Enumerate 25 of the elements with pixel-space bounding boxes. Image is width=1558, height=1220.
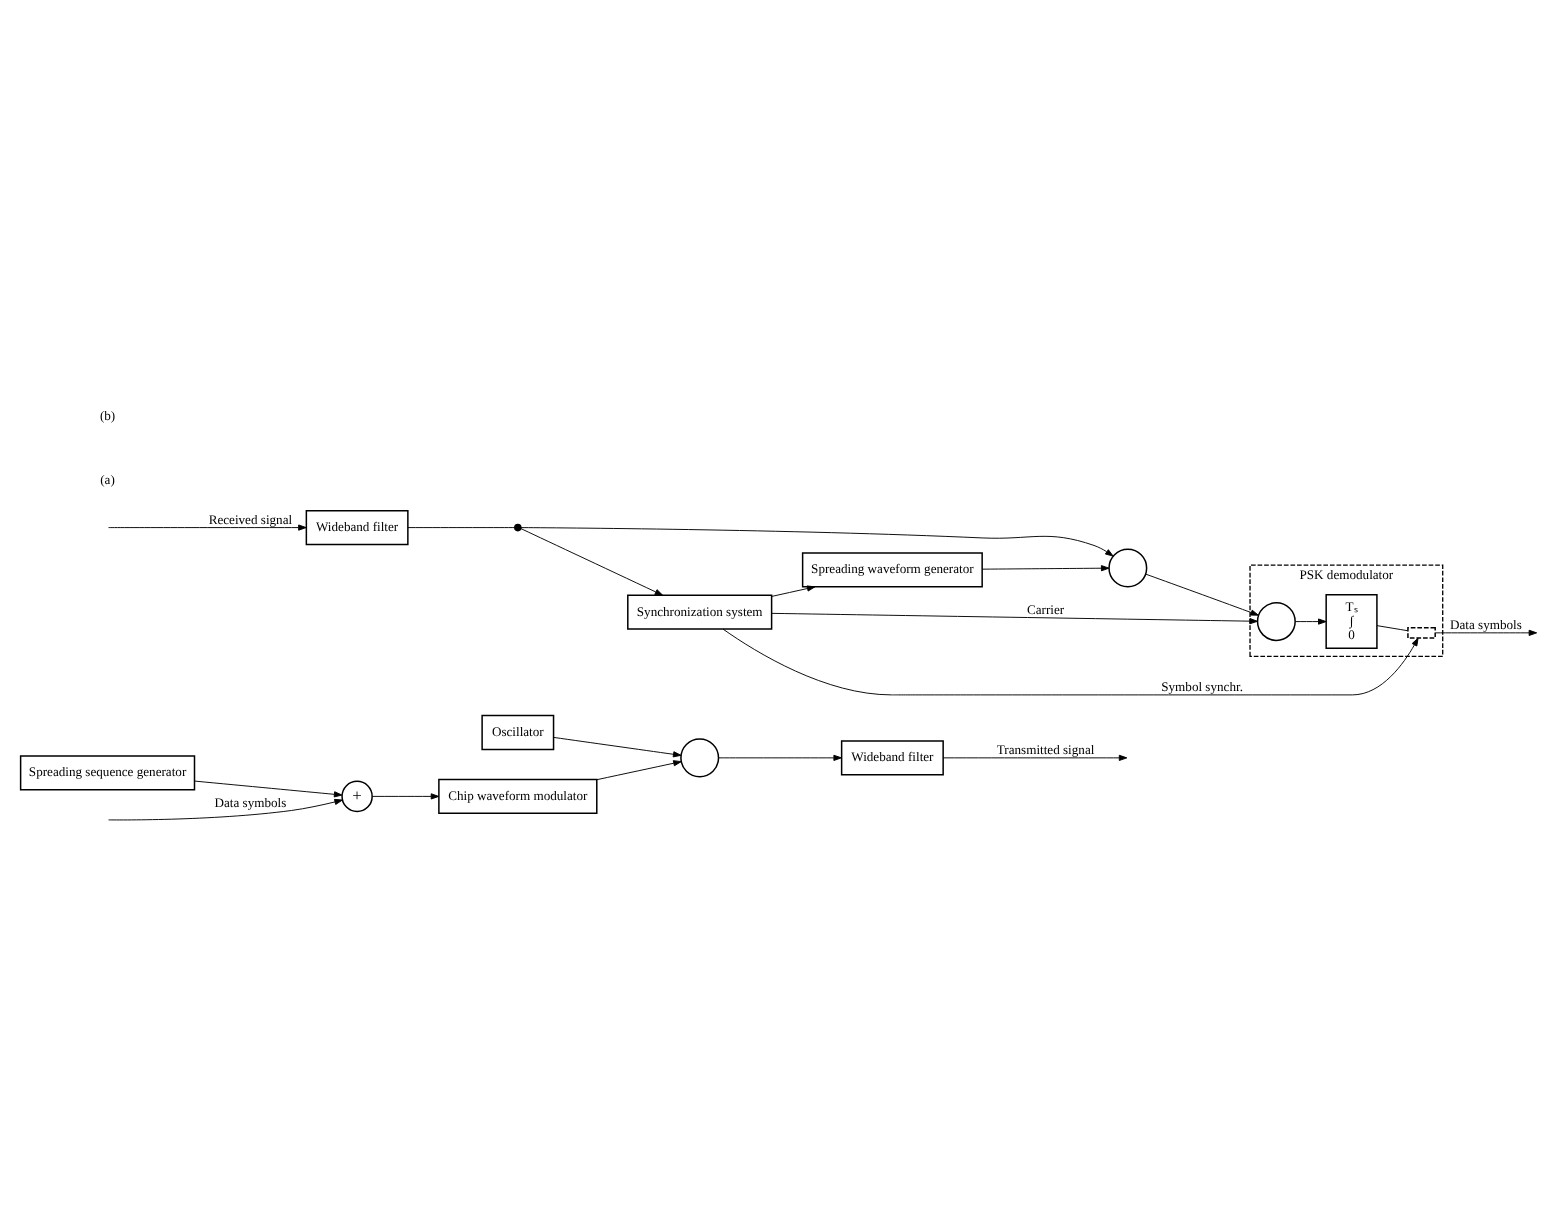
arrow — [718, 754, 842, 761]
arrow — [722, 628, 1419, 696]
arrow — [553, 736, 682, 758]
arrow — [108, 791, 343, 821]
arrow — [981, 565, 1110, 572]
arrow — [942, 754, 1128, 761]
node-dot — [514, 523, 522, 532]
arrow — [1145, 573, 1259, 616]
node-switch — [1407, 626, 1436, 639]
node-circle — [1256, 602, 1296, 642]
arrow — [520, 528, 664, 596]
connector — [407, 527, 516, 529]
node-circle — [1108, 548, 1148, 588]
arrow — [771, 612, 1258, 625]
node-circle: + — [341, 780, 373, 813]
arrow — [1294, 618, 1327, 625]
arrow — [1435, 629, 1538, 636]
arrow — [194, 780, 343, 805]
connector — [1376, 625, 1409, 632]
arrow — [108, 524, 307, 531]
node-circle — [680, 738, 720, 778]
arrow — [596, 760, 682, 781]
arrow — [520, 527, 1114, 557]
arrow — [371, 793, 440, 800]
arrow — [771, 585, 816, 597]
